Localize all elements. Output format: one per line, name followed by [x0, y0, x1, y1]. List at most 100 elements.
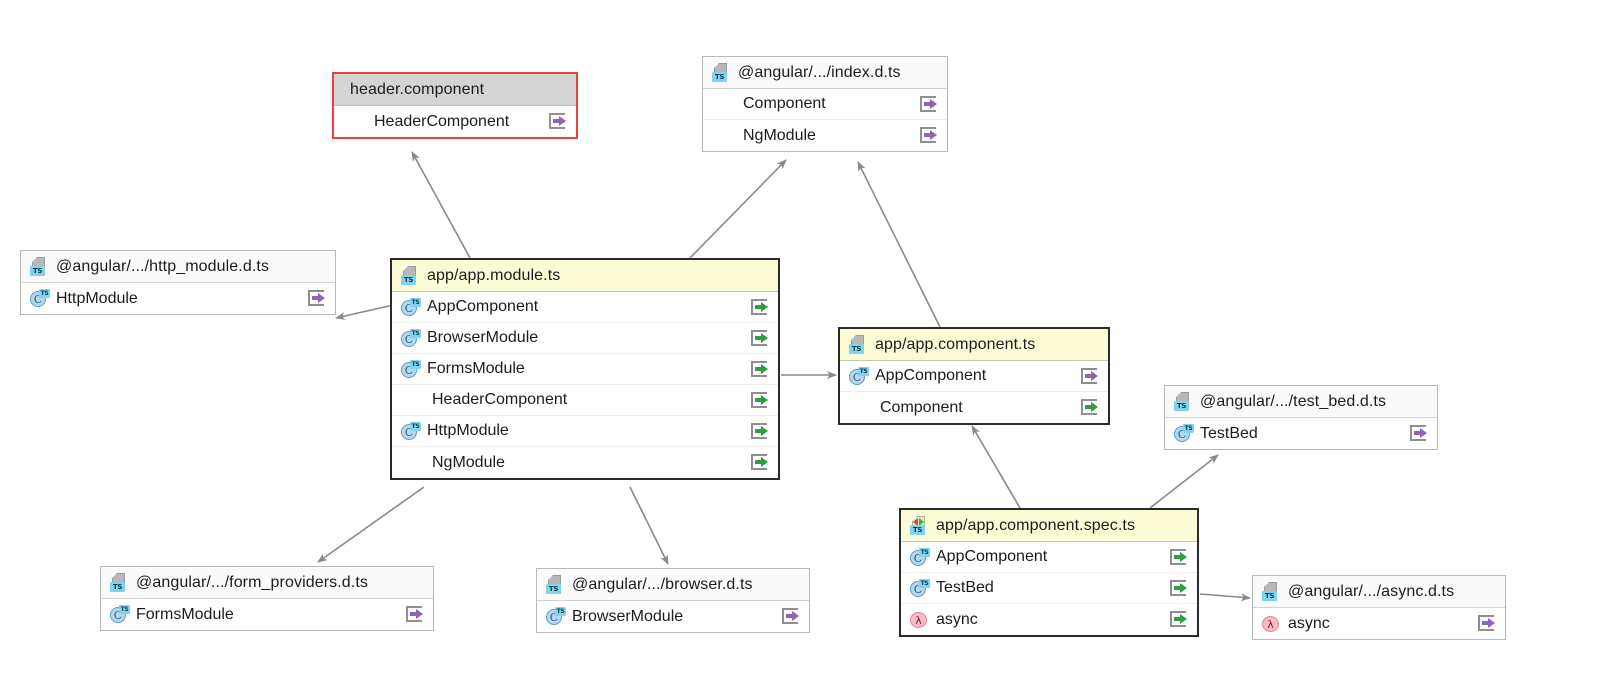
node-title: app/app.module.ts [427, 266, 561, 284]
node-row-label: FormsModule [427, 360, 525, 377]
import-arrow-icon[interactable] [1170, 579, 1188, 597]
import-arrow-icon[interactable] [751, 329, 769, 347]
export-arrow-icon[interactable] [1081, 367, 1099, 385]
import-arrow-icon[interactable] [751, 391, 769, 409]
node-row-label: HeaderComponent [374, 112, 510, 130]
import-arrow-icon[interactable] [1170, 611, 1188, 628]
node-row-label: HeaderComponent [432, 391, 568, 408]
node-row-end [1170, 611, 1188, 628]
node-row[interactable]: NgModule [703, 120, 947, 151]
edge-app-component-spec-to-angular-async [1199, 593, 1251, 602]
export-arrow-icon[interactable] [308, 290, 326, 307]
node-title: @angular/.../test_bed.d.ts [1200, 392, 1387, 410]
node-row-label: BrowserModule [572, 607, 684, 625]
node-row-label: Component [743, 95, 826, 112]
node-row-label: TestBed [936, 579, 994, 596]
node-header[interactable]: TS @angular/.../http_module.d.ts [21, 251, 335, 283]
node-row-end [549, 113, 567, 130]
import-arrow-icon[interactable] [1081, 399, 1099, 416]
node-header[interactable]: TS @angular/.../browser.d.ts [537, 569, 809, 601]
node-row[interactable]: Component [840, 392, 1108, 423]
import-arrow-icon[interactable] [751, 454, 769, 471]
node-header[interactable]: TS@angular/.../form_providers.d.ts [101, 567, 433, 599]
import-arrow-icon[interactable] [751, 298, 769, 316]
export-arrow-icon[interactable] [920, 127, 938, 144]
ts-file-icon: TS [546, 575, 565, 594]
node-row[interactable]: HeaderComponent [392, 385, 778, 416]
node-header[interactable]: header.component [334, 74, 576, 106]
node-row-end [406, 606, 424, 623]
ts-file-icon: TS [110, 573, 129, 592]
node-row-end [920, 127, 938, 144]
node-header[interactable]: TS@angular/.../test_bed.d.ts [1165, 386, 1437, 418]
node-row-end [751, 422, 769, 440]
node-row-end [751, 329, 769, 347]
edge-app-module-to-header-component [411, 151, 471, 259]
export-arrow-icon[interactable] [1410, 425, 1428, 442]
ts-file-icon: TS [30, 257, 49, 276]
node-row-label: BrowserModule [427, 329, 539, 346]
node-title: @angular/.../http_module.d.ts [56, 257, 270, 275]
node-row[interactable]: NgModule [392, 447, 778, 478]
node-row-end [782, 608, 800, 625]
node-row-end [751, 360, 769, 378]
export-arrow-icon[interactable] [920, 95, 938, 113]
edge-app-module-to-angular-form-providers [317, 486, 425, 563]
import-arrow-icon[interactable] [751, 360, 769, 378]
edge-app-component-spec-to-angular-test-bed [1149, 454, 1219, 509]
export-arrow-icon[interactable] [406, 606, 424, 623]
import-arrow-icon[interactable] [1170, 548, 1188, 566]
node-title: @angular/.../browser.d.ts [572, 575, 753, 593]
node-row[interactable]: Component [703, 89, 947, 120]
export-arrow-icon[interactable] [782, 608, 800, 625]
edge-app-module-to-angular-browser [629, 486, 669, 565]
node-row[interactable]: HeaderComponent [334, 106, 576, 137]
node-header[interactable]: TS@angular/.../async.d.ts [1253, 576, 1505, 608]
node-header[interactable]: TS@angular/.../index.d.ts [703, 57, 947, 89]
export-arrow-icon[interactable] [1478, 615, 1496, 632]
export-arrow-icon[interactable] [549, 113, 567, 130]
import-arrow-icon[interactable] [751, 422, 769, 440]
node-row-label: NgModule [743, 126, 816, 144]
